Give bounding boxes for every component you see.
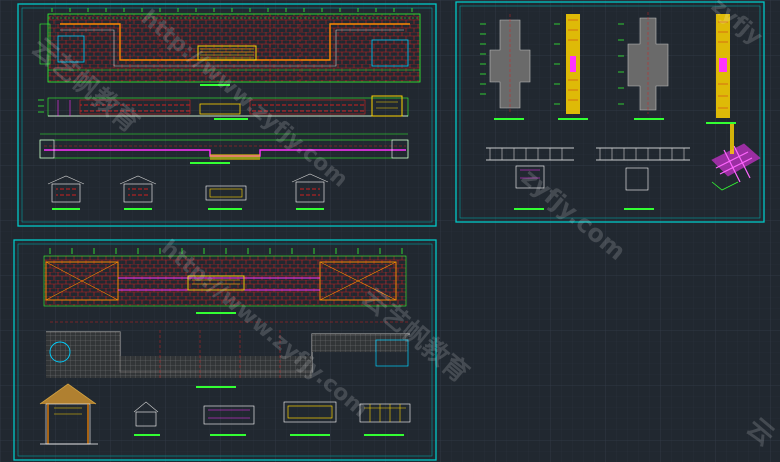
isometric-bracket-detail [711,124,761,191]
sheet-1-detail-row [47,173,329,210]
sheet-1-inner-frame [21,7,433,223]
sheet-3-inner-frame [17,243,433,457]
column-detail-grey-2 [618,12,669,120]
sheet-1-frame [17,3,437,227]
column-detail-yellow-2 [706,14,736,124]
sheet-2-frame [455,1,765,223]
sheet-2-column-details[interactable] [455,1,765,223]
column-detail-grey-1 [480,14,531,120]
sheet-1-plan-elevations[interactable] [17,3,437,227]
sheet-3-pavilion-section [39,383,98,445]
sheet-2-inner-frame [459,5,761,219]
column-detail-yellow-1 [554,14,588,120]
sheet-1-floor-plan [39,8,421,86]
railing-elevation-right [596,147,690,210]
sheet-3-roof-plan [43,248,407,314]
sheet-1-elevation-section [39,133,409,164]
sheet-3-frame [13,239,437,461]
sheet-1-elevation-front [38,95,409,120]
sheet-3-detail-row [133,401,411,436]
sheet-3-foundation-plan [46,321,410,388]
railing-elevation-left [486,147,574,210]
sheet-3-plan-sections[interactable] [13,239,437,461]
